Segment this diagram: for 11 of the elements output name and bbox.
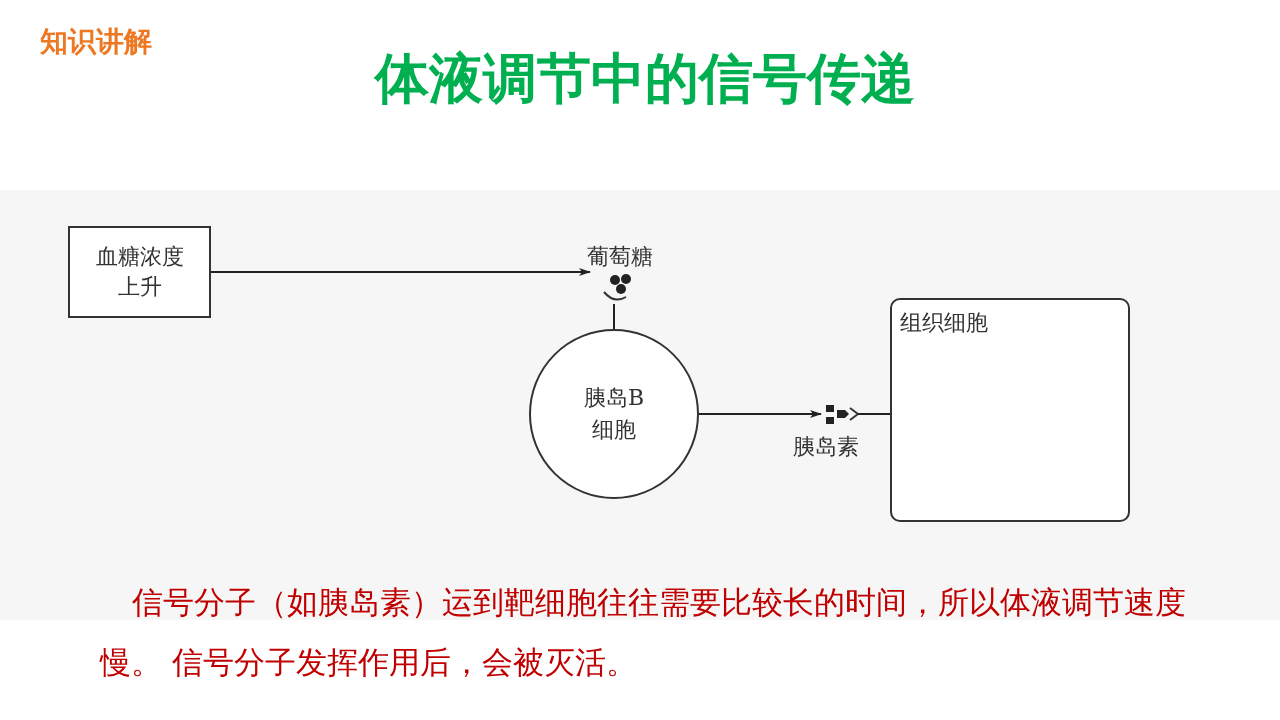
glucose-molecule: 葡萄糖 xyxy=(570,242,670,304)
connector-line xyxy=(857,413,891,415)
section-tag: 知识讲解 xyxy=(40,24,152,60)
process-box: 血糖浓度上升 xyxy=(68,226,211,318)
caption: 信号分子（如胰岛素）运到靶细胞往往需要比较长的时间，所以体液调节速度慢。 信号分子发挥作用后，会被灭活。 xyxy=(100,583,1187,682)
cell-box: 组织细胞 xyxy=(890,298,1130,522)
arrow xyxy=(210,268,591,276)
title: 体液调节中的信号传递 xyxy=(373,46,916,112)
connector-line xyxy=(613,303,615,330)
arrow xyxy=(698,410,822,418)
insulin-molecule: 胰岛素 xyxy=(780,402,872,464)
